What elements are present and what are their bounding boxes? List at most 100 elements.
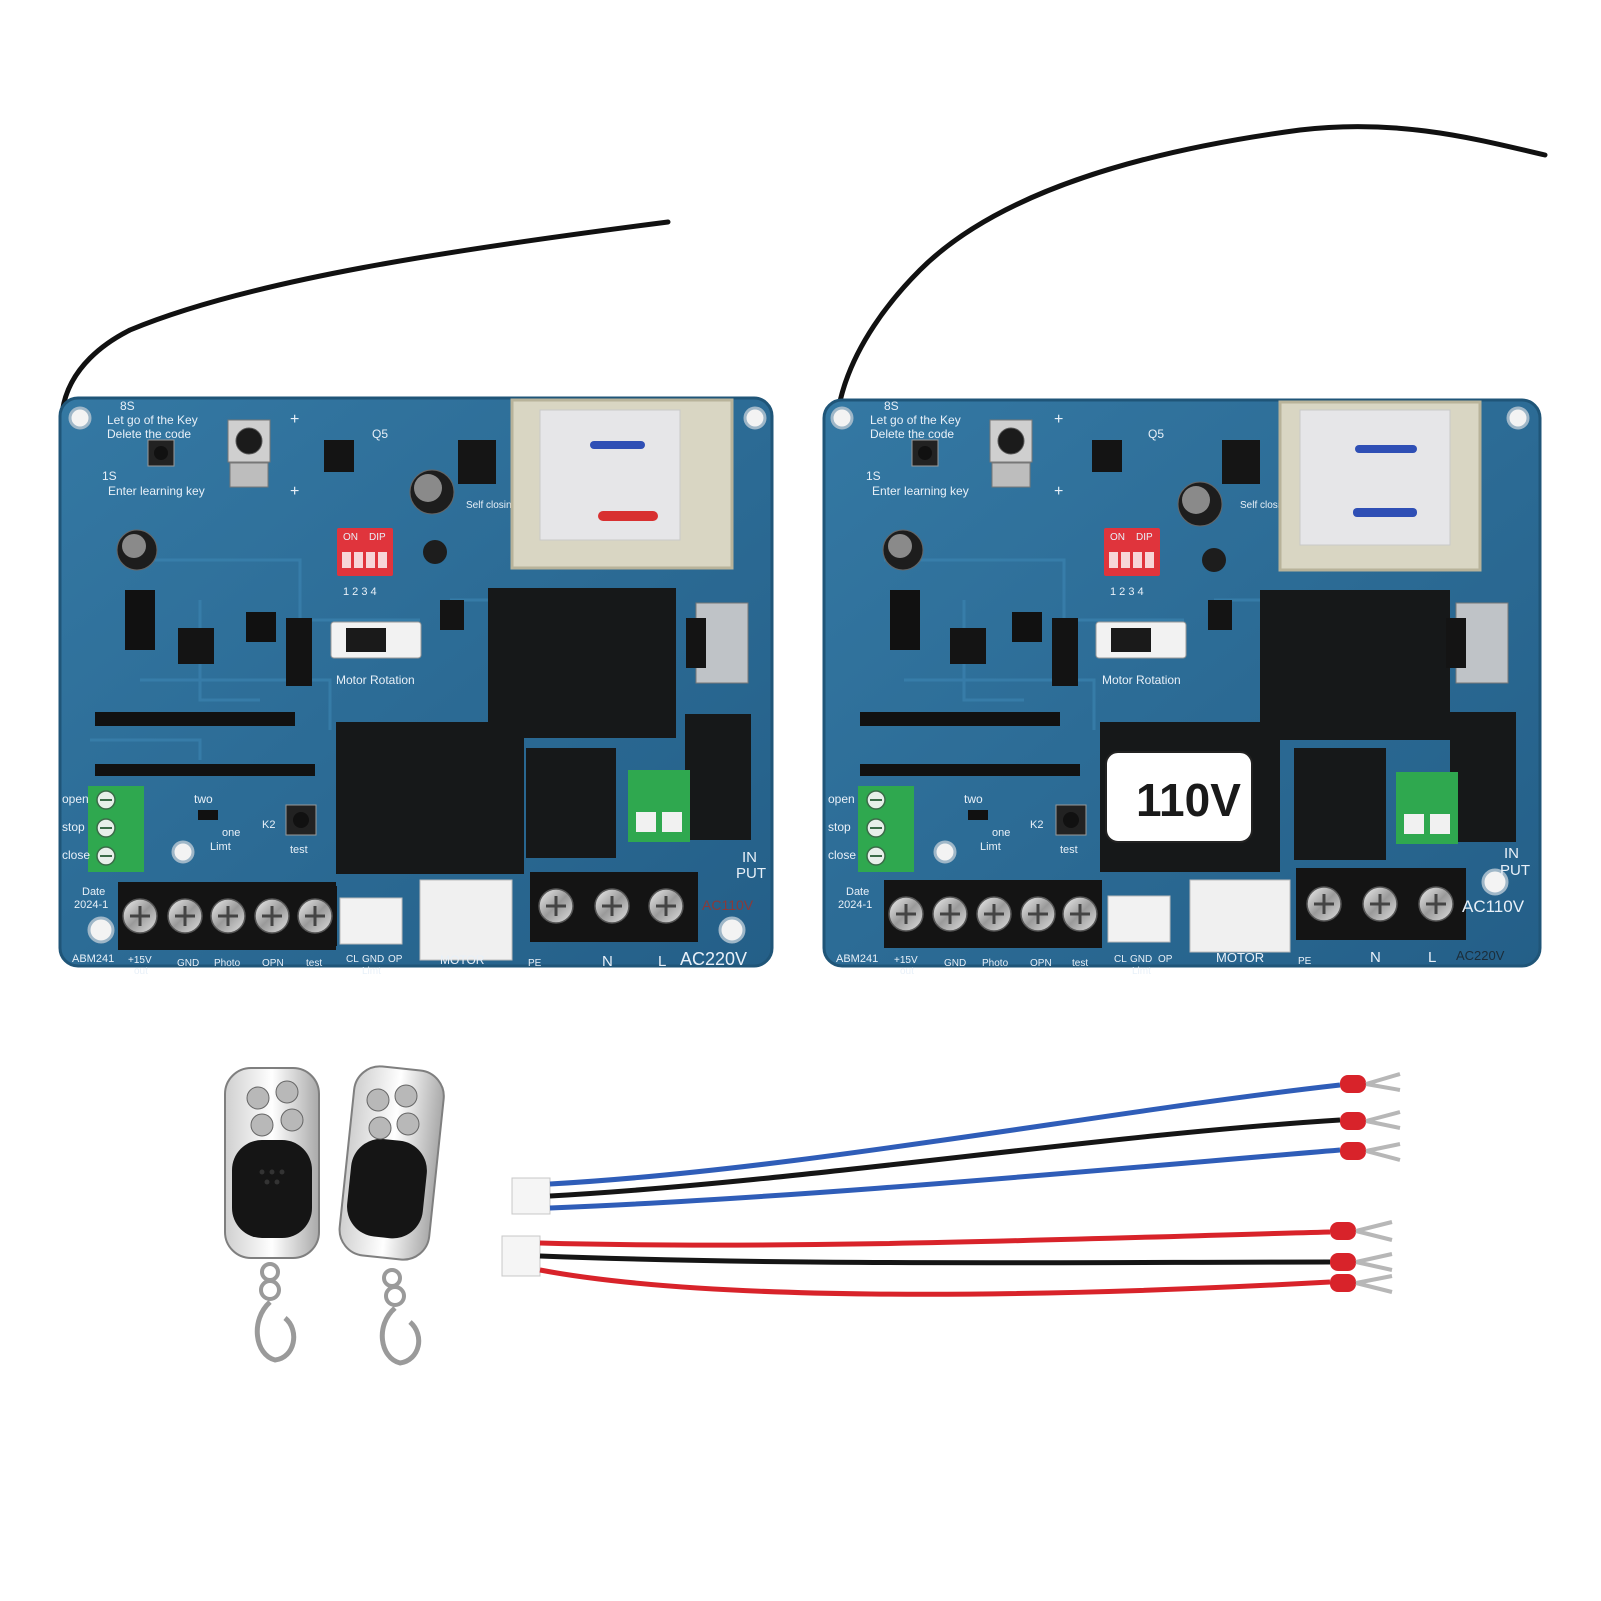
limit-connector[interactable] xyxy=(1107,895,1171,943)
limt-label: Limt xyxy=(1132,966,1151,977)
remote-button[interactable] xyxy=(394,1084,418,1108)
date-label: Date xyxy=(82,886,105,898)
motor-label: MOTOR xyxy=(1216,950,1264,965)
remote-right xyxy=(338,1065,445,1366)
label-l: L xyxy=(1428,949,1436,966)
label-q5: Q5 xyxy=(1148,427,1164,441)
keychain-clasp xyxy=(379,1306,422,1366)
self-closing: Self closing xyxy=(466,500,517,511)
relay xyxy=(1450,712,1516,842)
voltage-sticker-text: 110V xyxy=(1136,774,1241,826)
harness-connector xyxy=(511,1177,551,1215)
motor-connector[interactable] xyxy=(419,879,513,961)
date-value: 2024-1 xyxy=(74,899,108,911)
limt-cl: CL xyxy=(1114,954,1127,965)
relay xyxy=(1294,748,1386,860)
label-l: L xyxy=(658,953,666,970)
relay xyxy=(488,588,676,738)
motor-label: MOTOR xyxy=(440,953,485,967)
date-value: 2024-1 xyxy=(838,899,872,911)
term-gnd: GND xyxy=(177,958,199,969)
ic-array xyxy=(1222,440,1260,484)
pin-header xyxy=(1052,618,1078,686)
test-button-label: test xyxy=(290,844,308,856)
transformer-blue-wire xyxy=(1355,445,1417,453)
term-photo: Photo xyxy=(982,958,1009,969)
term-photo: Photo xyxy=(214,958,241,969)
relay xyxy=(526,748,616,858)
harness-connector xyxy=(501,1235,541,1277)
term-opn: OPN xyxy=(1030,958,1052,969)
limt-gnd: GND xyxy=(362,954,384,965)
motor-rotation-label: Motor Rotation xyxy=(1102,673,1181,687)
transformer-blue-wire xyxy=(590,441,645,449)
remote-button[interactable] xyxy=(275,1080,299,1104)
dip-numbers: 1 2 3 4 xyxy=(1110,586,1144,598)
dip-dip: DIP xyxy=(1136,532,1153,543)
remote-button[interactable] xyxy=(250,1113,274,1137)
jumper[interactable] xyxy=(968,810,988,820)
delete-code-text: Delete the code xyxy=(870,427,954,441)
dip-dip: DIP xyxy=(369,532,386,543)
limt-cl: CL xyxy=(346,954,359,965)
enter-learning-text: Enter learning key xyxy=(108,484,205,498)
remote-button[interactable] xyxy=(280,1108,304,1132)
learn-button-cap xyxy=(154,446,168,460)
term-opn: OPN xyxy=(262,958,284,969)
plus-sign: + xyxy=(290,411,299,428)
term-gnd: GND xyxy=(944,958,966,969)
wire-harness-blue xyxy=(511,1072,1401,1215)
label-8s: 8S xyxy=(884,399,899,413)
let-go-text: Let go of the Key xyxy=(107,413,198,427)
remote-button[interactable] xyxy=(396,1112,420,1136)
plus-sign: + xyxy=(1054,411,1063,428)
dip-numbers: 1 2 3 4 xyxy=(343,586,377,598)
input-put: PUT xyxy=(1500,862,1530,879)
plus-sign: + xyxy=(290,483,299,500)
date-label: Date xyxy=(846,886,869,898)
label-k2: K2 xyxy=(262,819,275,831)
remote-button[interactable] xyxy=(366,1088,390,1112)
relay xyxy=(1260,590,1450,740)
jumper-two: two xyxy=(964,792,983,806)
limt-label: Limt xyxy=(362,966,381,977)
limt-gnd: GND xyxy=(1130,954,1152,965)
term-test: test xyxy=(1072,958,1088,969)
label-n: N xyxy=(602,953,613,970)
enter-learning-text: Enter learning key xyxy=(872,484,969,498)
motor-connector[interactable] xyxy=(1189,879,1291,953)
term-out: out xyxy=(134,966,148,977)
plus-sign: + xyxy=(1054,483,1063,500)
term-15v: +15V xyxy=(894,955,918,966)
remote-button-up[interactable] xyxy=(246,1086,270,1110)
capacitor xyxy=(1202,548,1226,572)
term-out: out xyxy=(900,966,914,977)
capacitor xyxy=(423,540,447,564)
transistor-q5 xyxy=(1092,440,1122,472)
ac220-label: AC220V xyxy=(680,949,747,969)
limt-op: OP xyxy=(1158,954,1173,965)
ic-array xyxy=(458,440,496,484)
term-test: test xyxy=(306,958,322,969)
limit-connector[interactable] xyxy=(339,897,403,945)
dip-on: ON xyxy=(343,532,358,543)
remote-button[interactable] xyxy=(368,1116,392,1140)
label-open: open xyxy=(828,792,855,806)
label-8s: 8S xyxy=(120,399,135,413)
board-left: 8S Let go of the Key Delete the code 1S … xyxy=(58,219,774,977)
label-close: close xyxy=(828,848,856,862)
label-close: close xyxy=(62,848,90,862)
jumper[interactable] xyxy=(198,810,218,820)
label-k2: K2 xyxy=(1030,819,1043,831)
ac110-label: AC110V xyxy=(1462,897,1525,916)
label-stop: stop xyxy=(828,820,851,834)
keychain-clasp xyxy=(254,1300,297,1363)
relay xyxy=(336,722,524,874)
jumper-limt: Limt xyxy=(980,841,1001,853)
jumper-one: one xyxy=(992,827,1010,839)
label-open: open xyxy=(62,792,89,806)
motor-rotation-label: Motor Rotation xyxy=(336,673,415,687)
ac220-faint: AC220V xyxy=(1456,948,1505,963)
test-button-label: test xyxy=(1060,844,1078,856)
transformer-red-wire xyxy=(598,511,658,521)
